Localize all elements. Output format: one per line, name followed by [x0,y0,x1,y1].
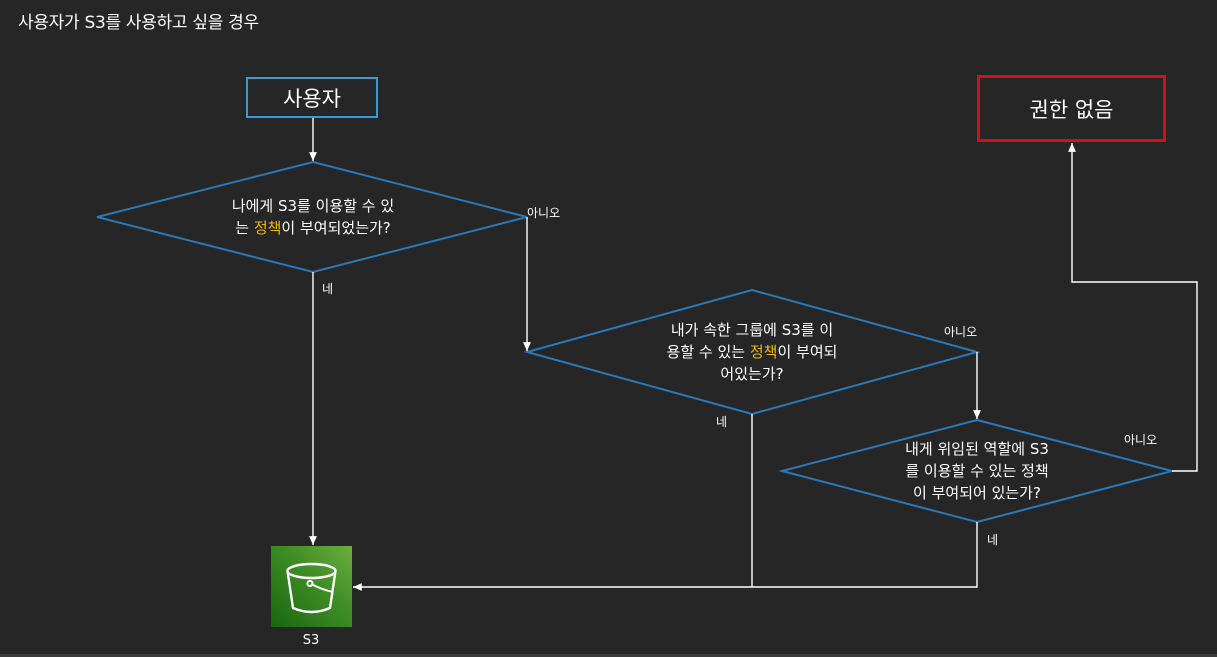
line-q3-yes [752,522,978,588]
edge-label-q3-no: 아니오 [1124,433,1158,447]
edge-label-q2-yes: 네 [716,415,728,429]
s3-label: S3 [302,633,320,648]
s3-bucket-icon [271,546,352,627]
decision-text-user-policy: 나에게 S3를 이용할 수 있 는 정책이 부여되었는가? [231,197,395,237]
arrow-q3-no-to-deny [1068,143,1198,472]
decision-text-role-policy: 내게 위임된 역할에 S3 를 이용할 수 있는 정책 이 부여되어 있는가? [905,440,1049,502]
highlight-policy: 정책 [749,343,778,361]
page-title: 사용자가 S3를 사용하고 싶을 경우 [18,13,259,33]
edge-label-q3-yes: 네 [987,533,999,547]
edge-label-q2-no: 아니오 [944,325,978,339]
edge-label-q1-yes: 네 [322,282,334,296]
decision-text-group-policy: 내가 속한 그룹에 S3를 이 용할 수 있는 정책이 부여되 어있는가? [666,321,838,383]
start-node-user: 사용자 [246,77,378,118]
end-node-no-permission: 권한 없음 [977,75,1166,142]
edge-label-q1-no: 아니오 [527,206,561,220]
highlight-policy: 정책 [253,219,282,237]
bottom-strip [0,654,1217,657]
